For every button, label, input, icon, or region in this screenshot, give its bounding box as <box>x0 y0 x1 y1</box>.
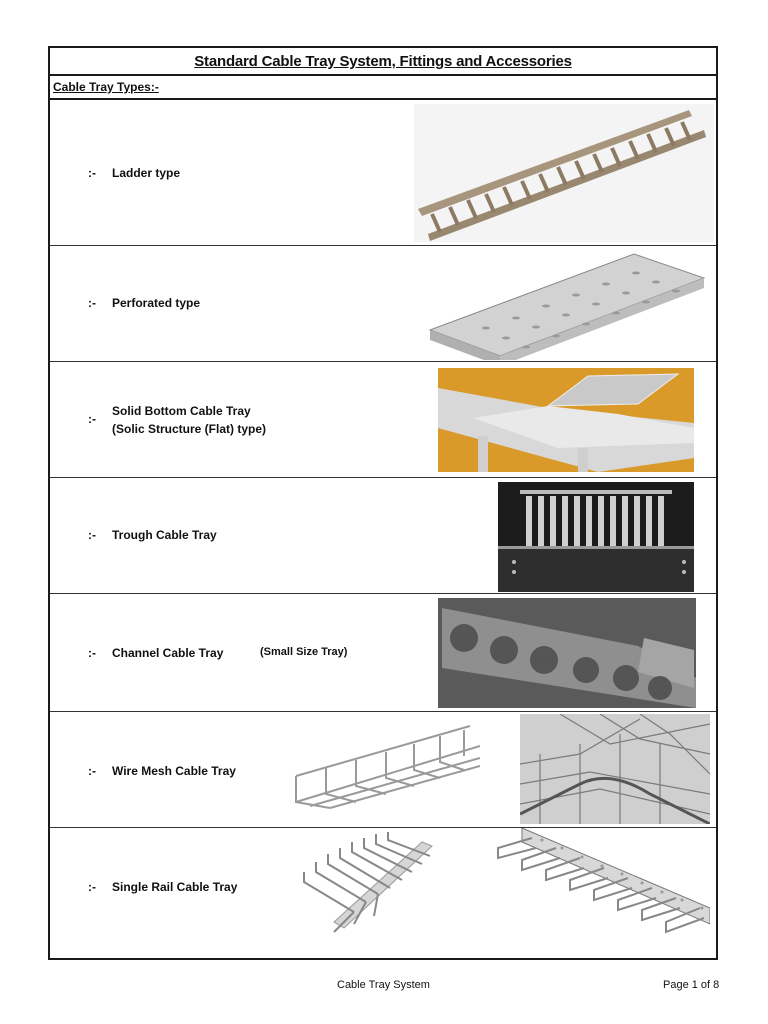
page-title: Standard Cable Tray System, Fittings and… <box>194 53 572 70</box>
tray-row-channel: :- Channel Cable Tray (Small Size Tray) <box>50 594 716 712</box>
item-label: Trough Cable Tray <box>112 528 217 542</box>
solid-bottom-tray-image <box>438 368 694 472</box>
wire-mesh-tray-image <box>290 716 480 816</box>
item-label: Wire Mesh Cable Tray <box>112 764 236 778</box>
item-note: (Small Size Tray) <box>260 646 348 658</box>
bullet: :- <box>88 764 96 778</box>
section-heading-row: Cable Tray Types:- <box>50 76 716 100</box>
perforated-tray-image <box>426 248 708 360</box>
section-heading: Cable Tray Types:- <box>53 80 159 94</box>
tray-row-solid-bottom: :- Solid Bottom Cable Tray (Solic Struct… <box>50 362 716 478</box>
title-row: Standard Cable Tray System, Fittings and… <box>50 48 716 76</box>
tray-row-perforated: :- Perforated type <box>50 246 716 362</box>
footer-page-number: Page 1 of 8 <box>663 979 720 991</box>
tray-row-ladder: :- Ladder type <box>50 100 716 246</box>
bullet: :- <box>88 528 96 542</box>
item-label: Channel Cable Tray <box>112 646 224 660</box>
ladder-tray-image <box>414 104 714 242</box>
item-label: Perforated type <box>112 296 201 310</box>
bullet: :- <box>88 646 96 660</box>
item-label: Solid Bottom Cable Tray <box>112 404 251 418</box>
wire-mesh-junction-image <box>520 714 710 824</box>
item-label: Ladder type <box>112 166 181 180</box>
document-sheet: Standard Cable Tray System, Fittings and… <box>48 46 718 960</box>
bullet: :- <box>88 412 96 426</box>
item-label-line2: (Solic Structure (Flat) type) <box>112 422 267 436</box>
channel-tray-image <box>438 598 696 708</box>
bullet: :- <box>88 296 96 310</box>
bullet: :- <box>88 166 96 180</box>
single-rail-tray-image <box>294 832 444 942</box>
bullet: :- <box>88 880 96 894</box>
trough-tray-image <box>498 482 694 592</box>
footer-document-name: Cable Tray System <box>337 979 430 991</box>
item-label: Single Rail Cable Tray <box>112 880 238 894</box>
tray-row-single-rail: :- Single Rail Cable Tray <box>50 828 716 958</box>
tray-row-wire-mesh: :- Wire Mesh Cable Tray <box>50 712 716 828</box>
single-rail-wall-tray-image <box>492 828 710 948</box>
tray-row-trough: :- Trough Cable Tray <box>50 478 716 594</box>
